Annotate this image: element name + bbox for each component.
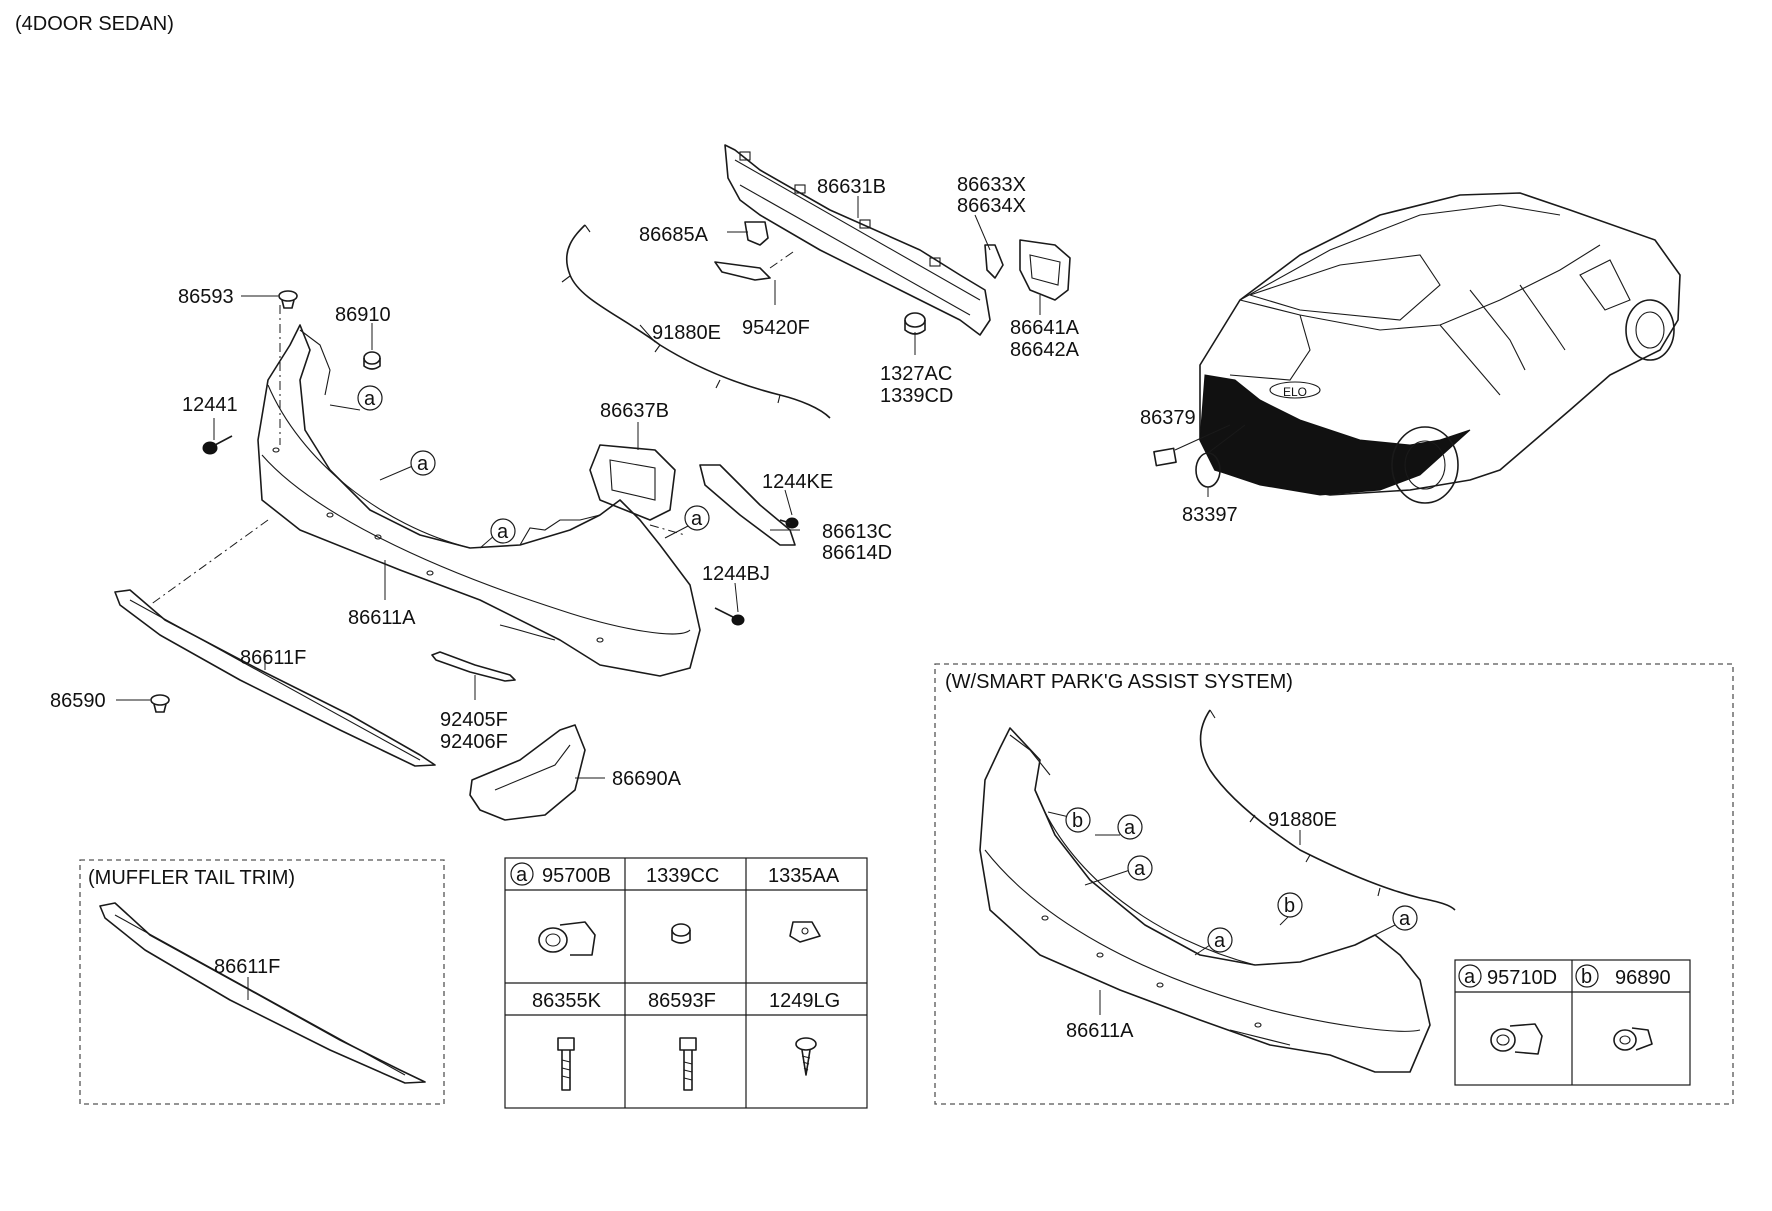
- bolt-long-icon: [679, 1037, 697, 1091]
- label-86614D: 86614D: [822, 542, 892, 564]
- spas-callout-a-4: a: [1399, 908, 1411, 930]
- label-86685A: 86685A: [639, 224, 709, 246]
- table-r2c1: 86355K: [532, 990, 602, 1012]
- label-12441: 12441: [182, 394, 238, 416]
- spas-callout-a-1: a: [1124, 817, 1136, 839]
- sensor-icon: [538, 921, 596, 956]
- screw-icon: [795, 1037, 817, 1076]
- rear-bumper-cover: [257, 324, 701, 677]
- spas-table-ref-a: a: [1464, 966, 1476, 988]
- spas-table-part-b: 96890: [1615, 967, 1671, 989]
- callout-a-1-label: a: [364, 388, 376, 410]
- bolt-1244BJ: [714, 607, 745, 626]
- muffler-tail-trim-box: (MUFFLER TAIL TRIM) 86611F: [79, 859, 445, 1105]
- under-cover-86690A: [469, 724, 586, 821]
- spas-title: (W/SMART PARK'G ASSIST SYSTEM): [945, 671, 1293, 693]
- label-86633X: 86633X: [957, 174, 1026, 196]
- bumper-rail: [724, 144, 991, 336]
- spas-label-86611A: 86611A: [1066, 1020, 1134, 1042]
- screw-1244KE: [779, 517, 799, 529]
- label-86611A-main: 86611A: [348, 607, 416, 629]
- callout-a-3: [490, 518, 516, 544]
- label-1327AC: 1327AC: [880, 363, 952, 385]
- table-r2c3: 1249LG: [769, 990, 840, 1012]
- car-badge: ELO: [1283, 385, 1307, 399]
- part-labels: 86593 86910 12441 86685A 86631B 86633X 8…: [50, 174, 1080, 790]
- label-91880E-main: 91880E: [652, 322, 721, 344]
- callout-a-4-label: a: [691, 508, 703, 530]
- parts-table: a 95700B 1339CC 1335AA 86355K 86593F 124…: [504, 857, 868, 1109]
- callout-a-2-label: a: [417, 453, 429, 475]
- muffler-box-part-label: 86611F: [214, 956, 280, 978]
- sensor-95710D-icon: [1490, 1023, 1543, 1055]
- bolt-icon: [557, 1037, 575, 1091]
- clip-86593: [278, 290, 298, 309]
- smart-parking-assist-box: (W/SMART PARK'G ASSIST SYSTEM) b a a a b…: [934, 663, 1734, 1105]
- label-92406F: 92406F: [440, 731, 508, 753]
- callout-a-1: [357, 385, 383, 411]
- spas-label-91880E: 91880E: [1268, 809, 1337, 831]
- clip-nut-icon: [789, 921, 821, 943]
- callout-a-group: a a a a: [329, 385, 710, 549]
- clip-86590: [150, 694, 170, 713]
- label-86590: 86590: [50, 690, 106, 712]
- table-r1c2: 1339CC: [646, 865, 719, 887]
- callout-a-4: [684, 505, 710, 531]
- car-illustration: ELO 86379 83397: [1140, 192, 1681, 526]
- bracket-86637B: [589, 444, 676, 521]
- label-86690A: 86690A: [612, 768, 682, 790]
- bracket-86613C: [699, 464, 796, 546]
- label-86379: 86379: [1140, 407, 1196, 429]
- sensor-96890-icon: [1613, 1027, 1653, 1051]
- table-r2c2: 86593F: [648, 990, 716, 1012]
- part-86379-shape: [1153, 447, 1177, 467]
- side-bracket-86633X: [984, 244, 1004, 279]
- label-86637B: 86637B: [600, 400, 669, 422]
- spas-callout-b-1: b: [1072, 810, 1083, 832]
- label-1244BJ: 1244BJ: [702, 563, 770, 585]
- spas-table-part-a: 95710D: [1487, 967, 1557, 989]
- label-86631B: 86631B: [817, 176, 886, 198]
- bracket-95420F: [714, 261, 771, 281]
- label-86611F-main: 86611F: [240, 647, 306, 669]
- variant-title: (4DOOR SEDAN): [15, 13, 174, 35]
- leader-lines: [116, 196, 1041, 779]
- bracket-86685A: [744, 221, 769, 246]
- spas-callout-b-2: b: [1284, 895, 1295, 917]
- spas-table-ref-b: b: [1581, 966, 1592, 988]
- label-86634X: 86634X: [957, 195, 1026, 217]
- table-ref-a: a: [516, 864, 528, 886]
- label-1244KE: 1244KE: [762, 471, 833, 493]
- table-r1c1: 95700B: [542, 865, 611, 887]
- spas-callout-a-2: a: [1134, 858, 1146, 880]
- label-83397: 83397: [1182, 504, 1238, 526]
- label-1339CD: 1339CD: [880, 385, 953, 407]
- table-r1c3: 1335AA: [768, 865, 840, 887]
- stay-86641A: [1019, 239, 1071, 301]
- nut-86910: [363, 351, 381, 370]
- nut-1327AC: [904, 312, 926, 335]
- callout-a-3-label: a: [497, 521, 509, 543]
- label-86642A: 86642A: [1010, 339, 1080, 361]
- label-86613C: 86613C: [822, 521, 892, 543]
- label-86910: 86910: [335, 304, 391, 326]
- muffler-box-title: (MUFFLER TAIL TRIM): [88, 867, 295, 889]
- label-86593: 86593: [178, 286, 234, 308]
- label-95420F: 95420F: [742, 317, 810, 339]
- label-92405F: 92405F: [440, 709, 508, 731]
- callout-a-2: [410, 450, 436, 476]
- reflector-92405F: [431, 651, 516, 682]
- muffler-tail-trim: [114, 589, 436, 767]
- spas-callout-a-3: a: [1214, 930, 1226, 952]
- wiring-harness-91880E: [565, 224, 831, 419]
- bolt-12441: [202, 435, 233, 455]
- label-86641A: 86641A: [1010, 317, 1080, 339]
- nut-icon: [671, 923, 691, 944]
